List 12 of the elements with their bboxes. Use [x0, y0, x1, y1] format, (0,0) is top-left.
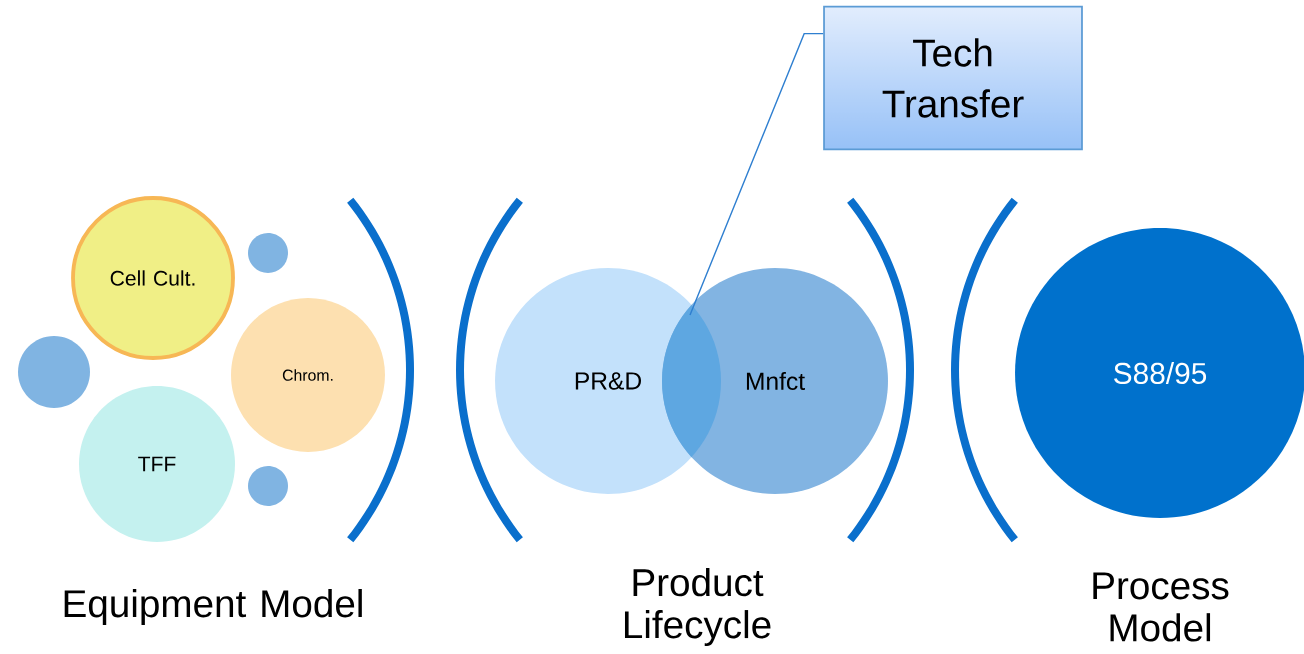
circle [18, 336, 90, 408]
callout-box: Tech Transfer [823, 5, 1083, 151]
section-label: Equipment Model [64, 589, 362, 625]
section-label: Process Model [1093, 572, 1229, 642]
section-label: Product Lifecycle [625, 567, 771, 647]
bracket [847, 197, 914, 543]
bracket [951, 197, 1018, 543]
circle [248, 466, 288, 506]
leader-line [689, 32, 824, 316]
bracket [347, 197, 414, 543]
circle [248, 233, 288, 273]
bracket [456, 197, 523, 543]
